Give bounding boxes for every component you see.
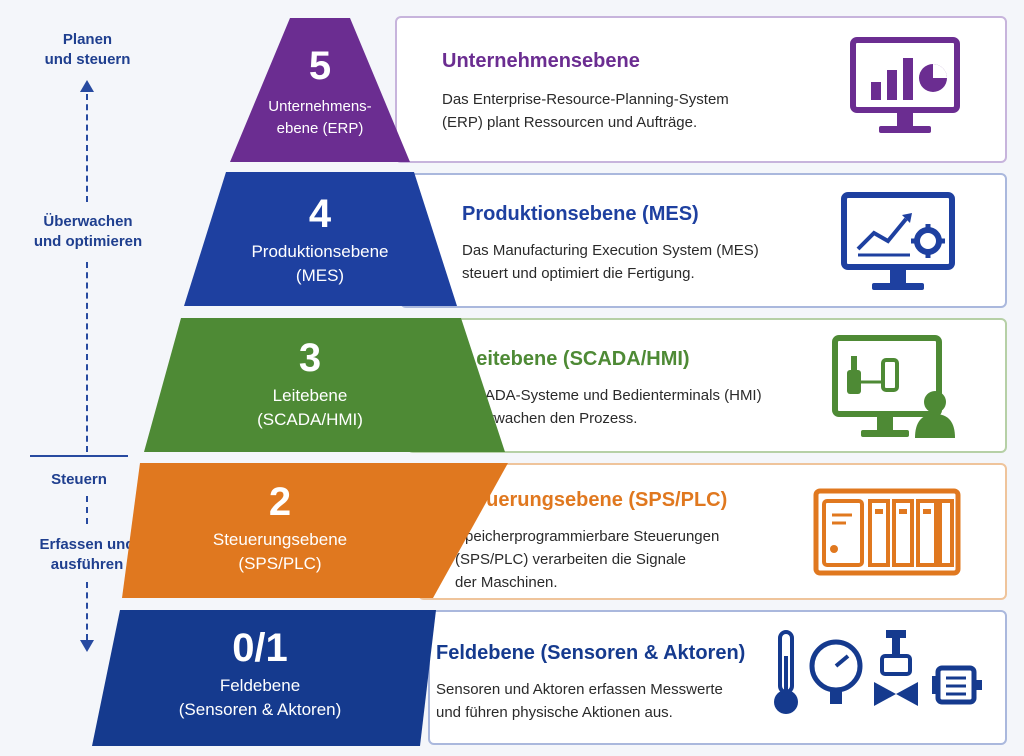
monitor-operator-icon bbox=[832, 335, 955, 438]
card-level-5: Unternehmensebene Das Enterprise-Resourc… bbox=[395, 16, 1007, 163]
pyramid-band-level-0-1 bbox=[92, 610, 436, 746]
axis-dashed-line-mid bbox=[86, 262, 88, 452]
card-title-level-3: Leitebene (SCADA/HMI) bbox=[464, 348, 690, 370]
arrow-up-icon bbox=[80, 80, 94, 92]
axis-dashed-line-bottom bbox=[86, 582, 88, 640]
level-number-4: 4 bbox=[308, 192, 332, 236]
axis-dashed-line-low bbox=[86, 496, 88, 524]
pyramid-band-level-2 bbox=[122, 463, 508, 598]
level-number-3: 3 bbox=[298, 336, 322, 380]
monitor-chart-icon bbox=[850, 37, 960, 133]
card-level-3: Leitebene (SCADA/HMI) SCADA-Systeme und … bbox=[407, 318, 1007, 453]
card-text-level-2: Speicherprogrammierbare Steuerungen (SPS… bbox=[455, 528, 720, 591]
level-label-2: Steuerungsebene (SPS/PLC) bbox=[212, 530, 348, 573]
level-label-4: Produktionsebene (MES) bbox=[251, 242, 389, 285]
pyramid-band-level-5 bbox=[230, 18, 410, 162]
pyramid-band-level-3 bbox=[144, 318, 505, 452]
card-text-level-5: Das Enterprise-Resource-Planning-System … bbox=[442, 91, 729, 131]
card-title-level-4: Produktionsebene (MES) bbox=[462, 203, 699, 225]
pyramid-band-level-4 bbox=[184, 172, 457, 306]
card-level-2: Steuerungsebene (SPS/PLC) Speicherprogra… bbox=[418, 463, 1007, 600]
card-text-level-0-1: Sensoren und Aktoren erfassen Messwerte … bbox=[436, 681, 723, 721]
axis-label-monitor: Überwachen und optimieren bbox=[33, 213, 143, 250]
level-label-0-1: Feldebene (Sensoren & Aktoren) bbox=[178, 676, 342, 719]
card-title-level-0-1: Feldebene (Sensoren & Aktoren) bbox=[436, 642, 746, 664]
card-title-level-5: Unternehmensebene bbox=[442, 50, 640, 72]
card-level-0-1: Feldebene (Sensoren & Aktoren) Sensoren … bbox=[428, 610, 1007, 745]
level-number-0-1: 0/1 bbox=[232, 626, 288, 670]
axis-separator bbox=[30, 455, 128, 457]
card-text-level-4: Das Manufacturing Execution System (MES)… bbox=[462, 242, 759, 282]
level-number-2: 2 bbox=[268, 480, 292, 524]
plc-rack-icon bbox=[813, 488, 961, 576]
card-title-level-2: Steuerungsebene (SPS/PLC) bbox=[455, 489, 728, 511]
axis-label-plan: Planen und steuern bbox=[44, 31, 131, 68]
axis-dashed-line-top bbox=[86, 94, 88, 202]
card-level-4: Produktionsebene (MES) Das Manufacturing… bbox=[400, 173, 1007, 308]
axis-label-execute: Erfassen und ausführen bbox=[39, 536, 135, 573]
level-label-5: Unternehmens- ebene (ERP) bbox=[268, 98, 372, 137]
arrow-down-icon bbox=[80, 640, 94, 652]
field-devices-icon bbox=[774, 630, 982, 714]
level-number-5: 5 bbox=[308, 44, 332, 88]
axis-label-control: Steuern bbox=[51, 471, 107, 488]
monitor-gear-icon bbox=[841, 192, 955, 290]
level-label-3: Leitebene (SCADA/HMI) bbox=[257, 386, 363, 429]
